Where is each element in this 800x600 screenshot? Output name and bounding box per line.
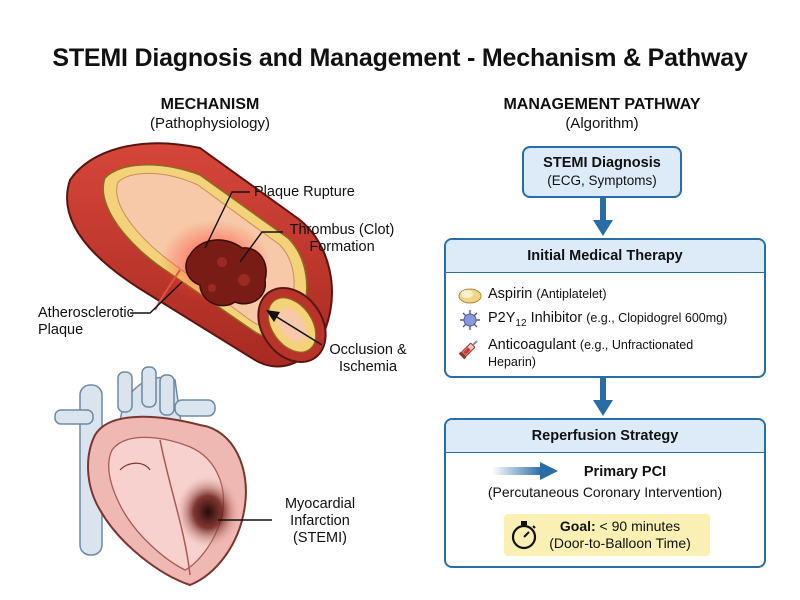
stopwatch-icon bbox=[511, 521, 537, 550]
goal-label: Goal: bbox=[559, 518, 596, 534]
label-occlusion-line2: Ischemia bbox=[338, 359, 398, 375]
goal-detail: (Door-to-Balloon Time) bbox=[549, 535, 691, 551]
label-occlusion-line1: Occlusion & bbox=[329, 342, 407, 358]
arrow-down-icon bbox=[593, 378, 613, 416]
drug-p2y12-detail: (e.g., Clopidogrel 600mg) bbox=[586, 311, 728, 325]
label-atherosclerotic-plaque: Atherosclerotic Plaque bbox=[38, 305, 134, 339]
diagnosis-title: STEMI Diagnosis bbox=[543, 155, 661, 171]
mechanism-heading: MECHANISM bbox=[160, 96, 260, 113]
syringe-icon bbox=[458, 340, 478, 360]
heart-illustration bbox=[54, 366, 247, 587]
pathway-header: MANAGEMENT PATHWAY (Algorithm) bbox=[482, 96, 722, 132]
label-thrombus-line2: Formation bbox=[309, 239, 375, 255]
arrow-down-icon bbox=[593, 198, 613, 236]
artery-cross-section bbox=[66, 142, 333, 368]
label-mi-line1: Myocardial bbox=[284, 496, 356, 512]
stemi-diagnosis-box: STEMI Diagnosis (ECG, Symptoms) bbox=[522, 146, 682, 198]
pathway-subheading: (Algorithm) bbox=[565, 115, 639, 132]
label-myocardial-infarction: Myocardial Infarction (STEMI) bbox=[270, 496, 370, 547]
drug-p2y12-suffix: Inhibitor bbox=[526, 310, 583, 326]
goal-value: < 90 minutes bbox=[595, 518, 681, 534]
primary-pci: Primary PCI bbox=[583, 464, 667, 480]
primary-pci-detail: (Percutaneous Coronary Intervention) bbox=[487, 484, 723, 500]
mechanism-subheading: (Pathophysiology) bbox=[149, 115, 271, 132]
drug-anticoagulant-name: Anticoagulant bbox=[488, 337, 576, 353]
pathway-heading: MANAGEMENT PATHWAY bbox=[503, 96, 701, 113]
reperfusion-title: Reperfusion Strategy bbox=[446, 420, 764, 453]
mechanism-leader-lines bbox=[130, 191, 283, 314]
drug-anticoagulant: Anticoagulant (e.g., Unfractionated Hepa… bbox=[488, 337, 693, 371]
drug-aspirin: Aspirin (Antiplatelet) bbox=[488, 286, 607, 303]
drug-p2y12-inhibitor: P2Y12 Inhibitor (e.g., Clopidogrel 600mg… bbox=[488, 310, 727, 332]
diagnosis-subtitle: (ECG, Symptoms) bbox=[547, 173, 657, 188]
reperfusion-panel: Reperfusion Strategy Primary PCI (Percut… bbox=[444, 418, 766, 568]
goal-box: Goal: < 90 minutes (Door-to-Balloon Time… bbox=[504, 514, 710, 556]
initial-therapy-title: Initial Medical Therapy bbox=[446, 240, 764, 273]
pill-icon bbox=[458, 288, 482, 304]
page-title: STEMI Diagnosis and Management - Mechani… bbox=[52, 44, 748, 72]
occlusion-arrowhead bbox=[266, 310, 280, 322]
drug-anticoagulant-detail-line1: (e.g., Unfractionated bbox=[579, 338, 694, 352]
label-mi-line3: (STEMI) bbox=[293, 530, 347, 546]
label-atherosclerotic-line2: Plaque bbox=[38, 322, 84, 338]
label-thrombus: Thrombus (Clot) Formation bbox=[280, 222, 404, 256]
drug-aspirin-detail: (Antiplatelet) bbox=[536, 287, 607, 301]
drug-p2y12-prefix: P2Y bbox=[488, 310, 516, 326]
drug-anticoagulant-detail-line2: Heparin) bbox=[488, 355, 536, 369]
label-atherosclerotic-line1: Atherosclerotic bbox=[38, 305, 134, 321]
initial-therapy-panel: Initial Medical Therapy Aspirin (Antipla… bbox=[444, 238, 766, 378]
drug-p2y12-subscript: 12 bbox=[515, 317, 527, 329]
occlusion-pointer bbox=[271, 313, 323, 346]
label-thrombus-line1: Thrombus (Clot) bbox=[289, 222, 395, 238]
arrow-right-icon bbox=[492, 462, 558, 480]
label-plaque-rupture: Plaque Rupture bbox=[254, 184, 355, 200]
mechanism-header: MECHANISM (Pathophysiology) bbox=[110, 96, 310, 132]
label-occlusion: Occlusion & Ischemia bbox=[320, 342, 416, 376]
platelet-icon bbox=[460, 310, 480, 330]
label-mi-line2: Infarction bbox=[290, 513, 350, 529]
drug-aspirin-name: Aspirin bbox=[488, 286, 533, 302]
